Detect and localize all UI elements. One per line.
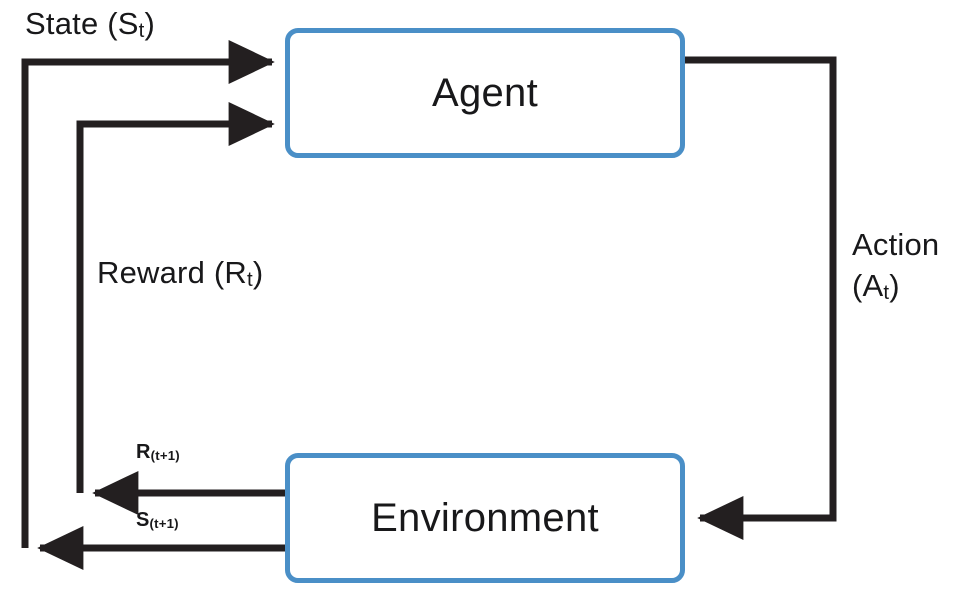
action-label-subscript: t (883, 281, 890, 305)
reward-connector (76, 101, 275, 493)
state-next-subscript: (t+1) (149, 515, 179, 531)
agent-node[interactable]: Agent (285, 28, 685, 158)
action-label-suffix: ) (889, 268, 900, 304)
state-next-edge-label: S(t+1) (136, 509, 179, 532)
state-label-suffix: ) (144, 6, 156, 41)
reward-edge-label: Reward (Rt) (97, 255, 263, 291)
action-connector (685, 56, 837, 541)
action-label-line1: Action (852, 227, 940, 262)
agent-node-label: Agent (431, 70, 539, 115)
reward-next-subscript: (t+1) (150, 447, 180, 463)
reward-label-suffix: ) (252, 255, 264, 290)
state-label-prefix: State (S (25, 6, 139, 41)
action-edge-label: Action (At) (852, 224, 939, 306)
reward-label-subscript: t (246, 267, 253, 291)
state-edge-label: State (St) (25, 6, 155, 42)
state-next-base: S (136, 509, 150, 531)
environment-node-label: Environment (371, 495, 599, 540)
reward-label-prefix: Reward (R (97, 255, 247, 290)
reward-next-edge-label: R(t+1) (136, 441, 180, 464)
action-label-prefix: (A (852, 268, 884, 304)
action-label-line2: (At) (852, 265, 939, 306)
state-connector (21, 39, 275, 548)
environment-node[interactable]: Environment (285, 453, 685, 583)
state-label-subscript: t (138, 18, 145, 42)
reward-next-base: R (136, 441, 151, 463)
